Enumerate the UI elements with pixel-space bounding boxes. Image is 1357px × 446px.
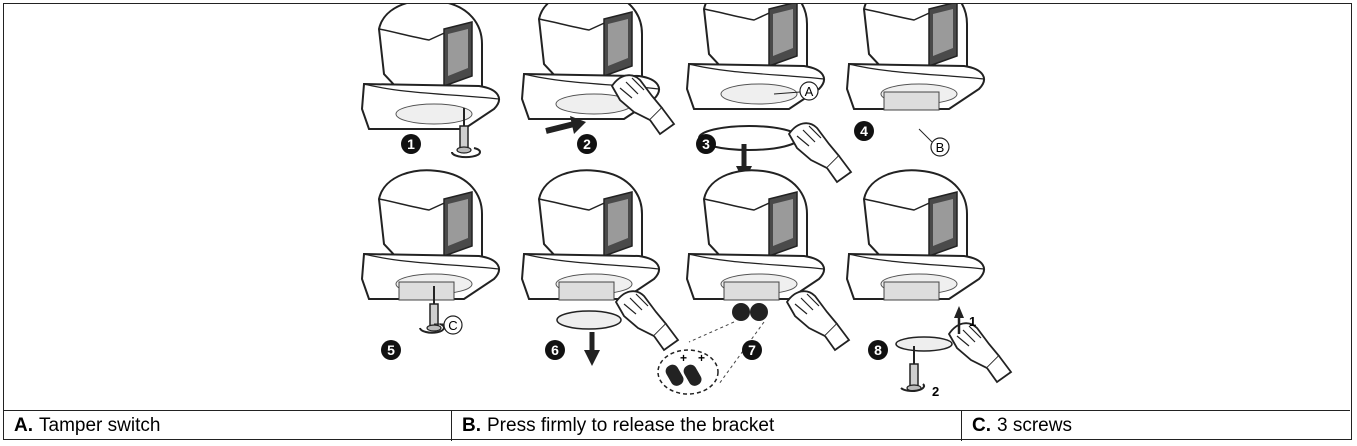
step-8-illustration [846, 169, 1012, 392]
installation-illustration: + + 1 2 3 4 5 6 7 8 A B [361, 4, 1012, 399]
figure-frame: + + 1 2 3 4 5 6 7 8 A B [3, 3, 1352, 441]
step-5-illustration [361, 169, 500, 334]
step-badge-5: 5 [381, 340, 401, 360]
legend-key-b: B. [462, 415, 481, 436]
legend-item-b: B. Press firmly to release the bracket [452, 411, 962, 441]
callout-b: B [918, 128, 950, 157]
step-badge-4: 4 [854, 121, 874, 141]
step-4-illustration [846, 4, 985, 111]
step-badge-2: 2 [577, 134, 597, 154]
svg-text:1: 1 [407, 136, 415, 152]
battery-plus-2: + [698, 351, 705, 365]
svg-text:6: 6 [551, 342, 559, 358]
svg-text:4: 4 [860, 123, 868, 139]
sub-step-rotate: 2 [932, 384, 939, 399]
step-3-illustration [686, 4, 852, 183]
step-badge-1: 1 [401, 134, 421, 154]
step-badge-6: 6 [545, 340, 565, 360]
step-2-illustration [521, 4, 675, 135]
legend-key-a: A. [14, 415, 33, 436]
svg-text:7: 7 [748, 342, 756, 358]
step-badge-7: 7 [742, 340, 762, 360]
sub-step-up: 1 [969, 314, 976, 329]
legend-text-b: Press firmly to release the bracket [487, 415, 775, 436]
step-1-illustration [361, 4, 500, 159]
svg-text:2: 2 [583, 136, 591, 152]
legend-text-a: Tamper switch [39, 415, 161, 436]
legend-item-c: C. 3 screws [962, 411, 1350, 441]
legend-table: A. Tamper switch B. Press firmly to rele… [4, 410, 1350, 441]
callout-a: A [773, 81, 819, 101]
battery-plus-1: + [680, 351, 687, 365]
battery-detail-inset: + + [657, 349, 719, 395]
step-7-illustration [686, 169, 850, 385]
step-badge-3: 3 [696, 134, 716, 154]
svg-text:3: 3 [702, 136, 710, 152]
svg-text:B: B [936, 140, 945, 155]
legend-item-a: A. Tamper switch [4, 411, 452, 441]
step-badge-8: 8 [868, 340, 888, 360]
callout-c: C [434, 315, 463, 335]
legend-text-c: 3 screws [997, 415, 1072, 436]
step-6-illustration [521, 169, 679, 366]
svg-text:5: 5 [387, 342, 395, 358]
svg-text:8: 8 [874, 342, 882, 358]
legend-key-c: C. [972, 415, 991, 436]
svg-text:A: A [805, 84, 814, 99]
svg-text:C: C [448, 318, 457, 333]
